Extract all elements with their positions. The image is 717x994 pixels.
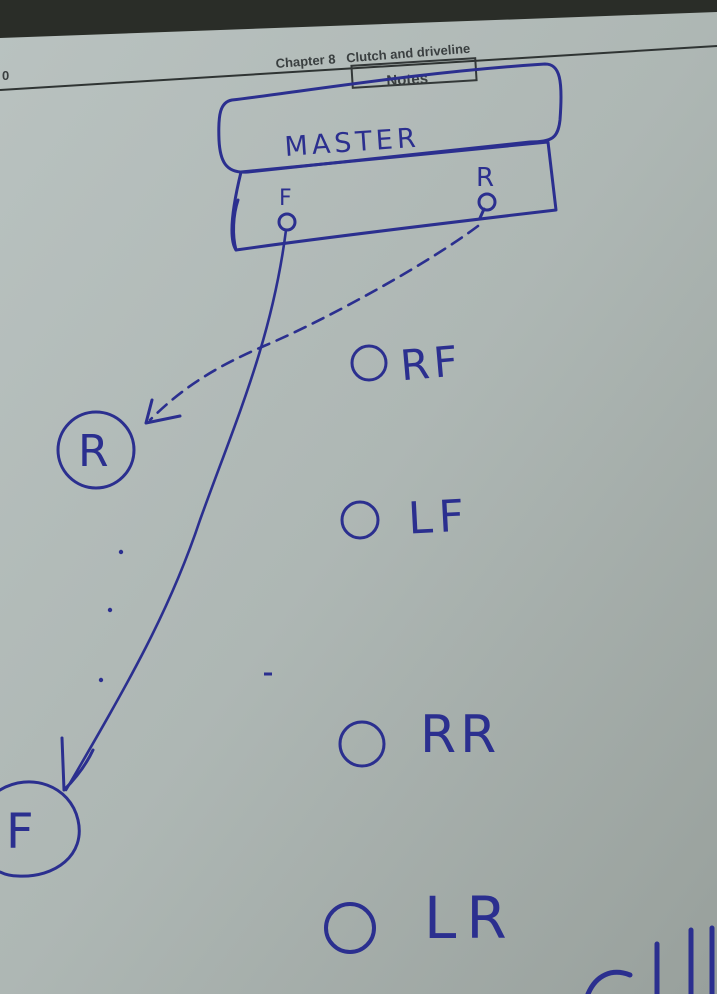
front-circuit-circle-icon (0, 780, 81, 878)
rear-port-stem (478, 207, 486, 220)
front-circuit-arrowhead (60, 736, 95, 792)
rear-port-icon (477, 192, 497, 212)
wheel-lr-label: LR (424, 884, 517, 952)
port-block-left-edge (232, 198, 240, 252)
wheel-lr-circle-icon (324, 902, 376, 954)
ink-scribble (585, 925, 715, 994)
rear-circuit-label: R (78, 426, 109, 477)
wheel-lf-label: LF (407, 490, 471, 544)
front-circuit-line (64, 228, 288, 792)
ink-dot (98, 677, 104, 683)
page-number: 0 (2, 68, 9, 83)
master-cylinder-port-block (230, 140, 558, 252)
wheel-rr-label: RR (420, 705, 500, 765)
rear-circuit-arrowhead (144, 398, 182, 425)
rear-circuit-circle-icon (56, 410, 136, 490)
ink-dot (118, 549, 124, 555)
wheel-rf-label: RF (398, 336, 463, 390)
ink-dot (107, 607, 113, 613)
wheel-rr-circle-icon (338, 720, 386, 768)
master-cylinder-reservoir (217, 62, 563, 174)
front-port-label: F (279, 186, 292, 211)
rear-circuit-dashed-line (148, 224, 480, 422)
rear-port-label: R (476, 163, 494, 193)
header-rule (0, 45, 717, 91)
wheel-lf-circle-icon (340, 500, 380, 540)
front-circuit-label: F (6, 804, 34, 860)
wheel-rf-circle-icon (350, 344, 388, 382)
